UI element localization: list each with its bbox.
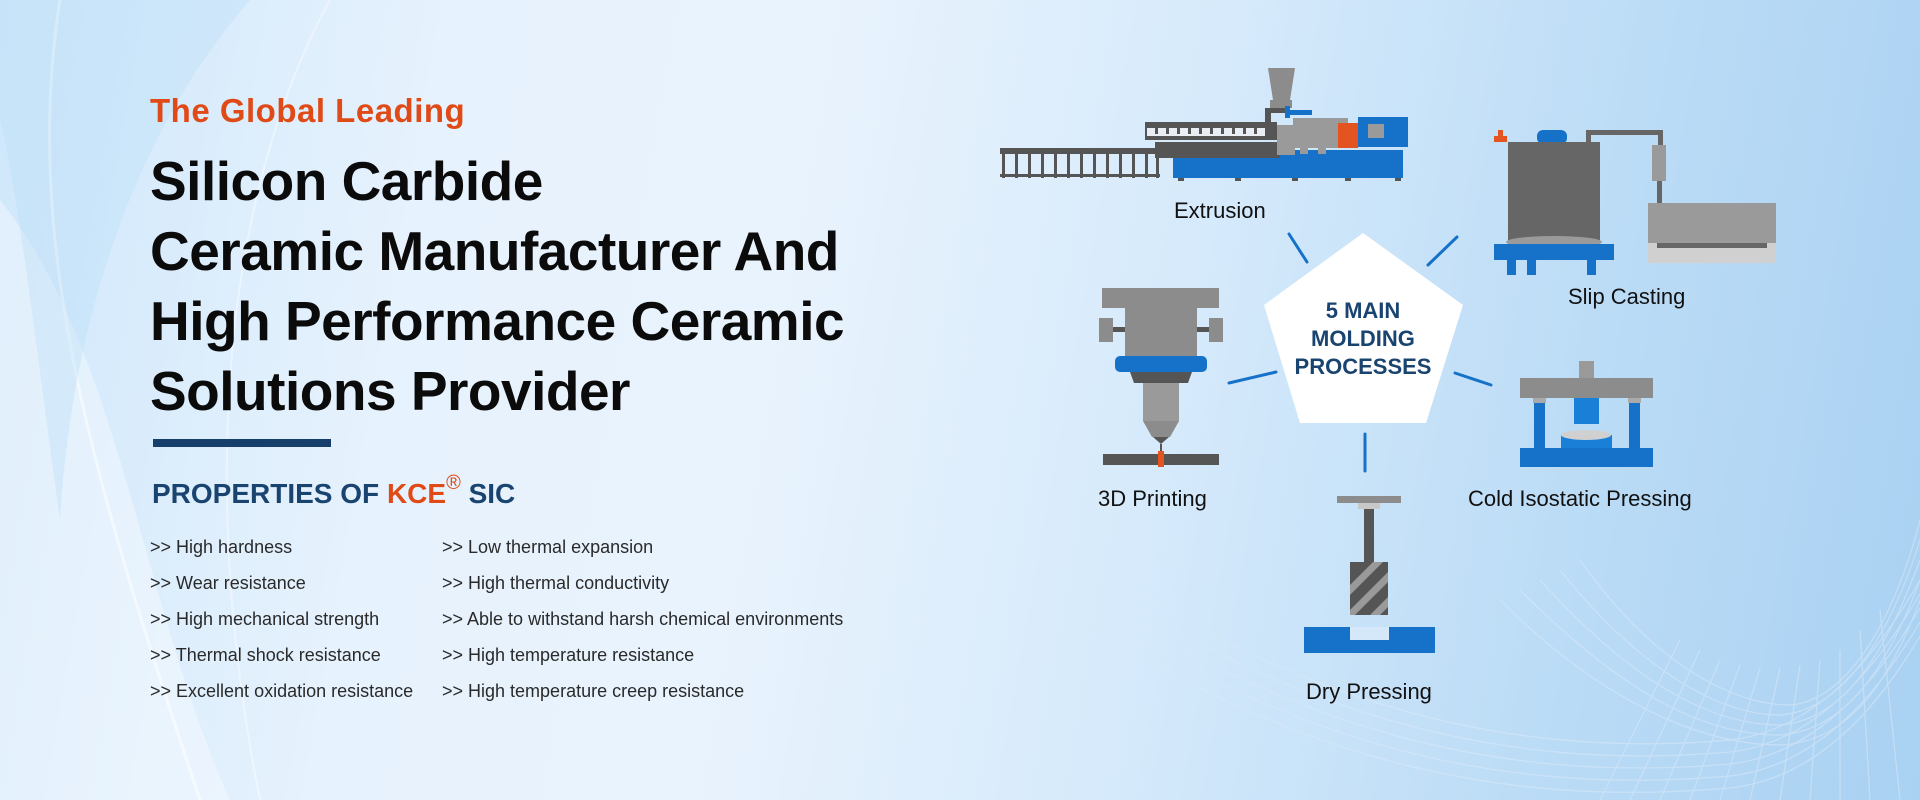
process-label-slip-casting: Slip Casting xyxy=(1568,284,1686,309)
hero-title-line: Solutions Provider xyxy=(150,360,630,422)
slip-casting-icon xyxy=(1494,130,1776,275)
properties-heading-suffix: SIC xyxy=(460,478,516,509)
brand-name: KCE xyxy=(386,478,447,509)
property-item: >> Able to withstand harsh chemical envi… xyxy=(442,609,844,629)
property-item: >> High hardness xyxy=(150,537,293,557)
center-pentagon xyxy=(1264,233,1463,423)
property-item: >> High thermal conductivity xyxy=(442,573,670,593)
property-item: >> Thermal shock resistance xyxy=(150,645,381,665)
swoosh-shape xyxy=(47,0,202,800)
center-title-line: PROCESSES xyxy=(1294,354,1432,379)
hero-title-line: Ceramic Manufacturer And xyxy=(150,220,839,282)
process-label-dry-pressing: Dry Pressing xyxy=(1306,679,1432,704)
property-item: >> Wear resistance xyxy=(150,573,306,593)
connector-line xyxy=(1453,371,1493,387)
properties-heading-prefix: PROPERTIES OF xyxy=(152,478,387,509)
title-divider xyxy=(153,439,331,447)
registered-mark: ® xyxy=(446,472,461,494)
connector-line xyxy=(1287,232,1309,264)
swoosh-shape xyxy=(0,200,230,800)
process-label-cold-isostatic-pressing: Cold Isostatic Pressing xyxy=(1468,486,1692,511)
process-label-extrusion: Extrusion xyxy=(1174,198,1266,223)
mesh-wave xyxy=(1079,519,1920,800)
center-title-line: MOLDING xyxy=(1311,326,1415,351)
swoosh-shape xyxy=(225,0,331,800)
hero-title-line: High Performance Ceramic xyxy=(150,290,845,352)
3d-printer-icon xyxy=(1099,288,1223,467)
property-item: >> High mechanical strength xyxy=(150,609,380,629)
property-item: >> Low thermal expansion xyxy=(442,537,654,557)
dry-press-icon xyxy=(1304,496,1435,653)
property-item: >> High temperature resistance xyxy=(442,645,695,665)
hero-kicker: The Global Leading xyxy=(150,92,466,129)
connector-line xyxy=(1426,235,1459,267)
properties-list-left: >> High hardness >> Wear resistance >> H… xyxy=(150,535,413,715)
center-title-line: 5 MAIN xyxy=(1325,298,1401,323)
hero-title: Silicon Carbide Ceramic Manufacturer And… xyxy=(150,146,845,426)
property-item: >> Excellent oxidation resistance xyxy=(150,681,414,701)
hero-title-line: Silicon Carbide xyxy=(150,150,543,212)
connector-line xyxy=(1227,370,1278,385)
process-label-3d-printing: 3D Printing xyxy=(1098,486,1207,511)
isostatic-press-icon xyxy=(1520,361,1653,467)
swoosh-shape xyxy=(0,0,250,520)
properties-list-right: >> Low thermal expansion >> High thermal… xyxy=(442,535,843,715)
extrusion-machine-icon xyxy=(1000,68,1408,181)
center-title: 5 MAIN MOLDING PROCESSES xyxy=(1263,297,1463,381)
property-item: >> High temperature creep resistance xyxy=(442,681,745,701)
properties-heading: PROPERTIES OF KCE® SIC xyxy=(152,472,516,510)
